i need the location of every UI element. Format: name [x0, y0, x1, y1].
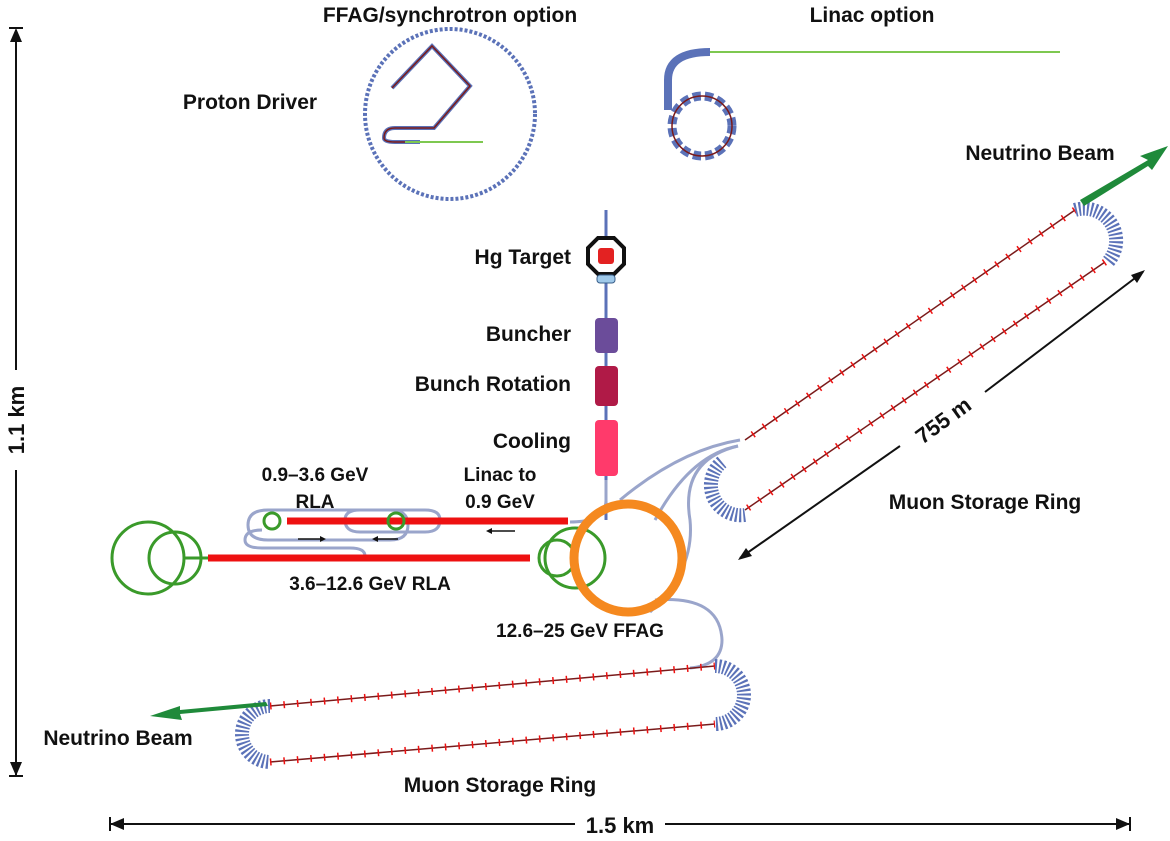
- width-label: 1.5 km: [586, 813, 655, 838]
- lower-ring-straight-a: [269, 665, 716, 707]
- upper-ring-straight-b: [744, 261, 1106, 511]
- neutrino-beam-lower-label: Neutrino Beam: [43, 727, 192, 750]
- rla1-arc-right: [386, 511, 406, 531]
- muon-storage-ring-upper: [703, 146, 1168, 523]
- width-arrowhead-left: [110, 818, 124, 830]
- ring-length-dim-line-a: [984, 271, 1144, 393]
- linac-option-ring-core: [671, 95, 733, 157]
- upper-ring-arc-right: [1073, 201, 1124, 267]
- lower-ring-straight-b: [269, 723, 716, 763]
- proton-synchrotron-ring: [363, 27, 537, 201]
- width-arrowhead-right: [1116, 818, 1130, 830]
- rla1-loop: [246, 508, 410, 542]
- ring-length-dim-line-b: [739, 445, 901, 559]
- ffag-ring: [569, 499, 687, 617]
- proton-inner-ring-core: [383, 44, 472, 143]
- rla1-arc-left: [262, 511, 282, 531]
- linac-option-label: Linac option: [810, 4, 935, 27]
- upper-ring-arc-left: [703, 456, 746, 523]
- rla1-loop-inner: [343, 508, 442, 534]
- front-end: [586, 210, 626, 520]
- labels: FFAG/synchrotron option Linac option Pro…: [4, 4, 1115, 838]
- rla2-loop: [243, 528, 367, 560]
- rla1-arrowhead-left: [372, 536, 378, 542]
- rla2-label: 3.6–12.6 GeV RLA: [289, 574, 451, 595]
- buncher-label: Buncher: [486, 323, 571, 346]
- muon-storage-ring-lower: [150, 659, 751, 769]
- neutrino-beam-arrow-upper: [1080, 146, 1168, 206]
- cooling-block: [595, 420, 618, 476]
- height-arrowhead-bottom: [10, 762, 22, 776]
- dimensions: [9, 27, 1145, 831]
- upper-ring-straight-a: [744, 209, 1076, 441]
- ring-length-label: 755 m: [911, 392, 976, 449]
- ffag-to-upper-ring-line-a: [619, 438, 741, 502]
- ffag-label: 12.6–25 GeV FFAG: [496, 621, 664, 642]
- ffag-option-label: FFAG/synchrotron option: [323, 4, 577, 27]
- linac-option: [664, 48, 1060, 161]
- linac-label-line2: 0.9 GeV: [465, 492, 535, 513]
- proton-driver-label: Proton Driver: [183, 91, 317, 114]
- height-label: 1.1 km: [4, 386, 29, 455]
- neutrino-beam-arrow-lower: [150, 702, 268, 720]
- muon-ring-bottom-label: Muon Storage Ring: [404, 774, 597, 797]
- buncher-block: [595, 318, 618, 353]
- linac-option-arc: [664, 48, 711, 110]
- linac-arrowhead-left: [486, 528, 492, 534]
- muon-ring-right-label: Muon Storage Ring: [889, 491, 1082, 514]
- lower-ring-arc-right: [714, 659, 751, 731]
- hg-target-label: Hg Target: [475, 246, 571, 269]
- linac-label-line1: Linac to: [464, 465, 537, 486]
- ffag-to-lower-ring-line: [654, 598, 724, 670]
- neutrino-beam-upper-label: Neutrino Beam: [965, 142, 1114, 165]
- ring-length-arrowhead-bottom: [738, 548, 752, 560]
- bunch-rotation-label: Bunch Rotation: [415, 373, 571, 396]
- bunch-rotation-block: [595, 366, 618, 406]
- hg-target-core: [598, 248, 614, 264]
- rla1-label-line1: 0.9–3.6 GeV: [262, 465, 369, 486]
- height-arrowhead-top: [10, 28, 22, 42]
- rla1-arrowhead-right: [320, 536, 326, 542]
- capture-section: [596, 274, 616, 284]
- lower-ring-arc-left: [235, 699, 271, 769]
- ffag-synchrotron-option: [363, 27, 537, 201]
- rla1-label-line2: RLA: [295, 492, 334, 513]
- ring-length-arrowhead-top: [1131, 270, 1145, 283]
- rla2-arc-right-outer: [543, 526, 607, 590]
- accelerators: [110, 499, 687, 617]
- cooling-label: Cooling: [493, 430, 571, 453]
